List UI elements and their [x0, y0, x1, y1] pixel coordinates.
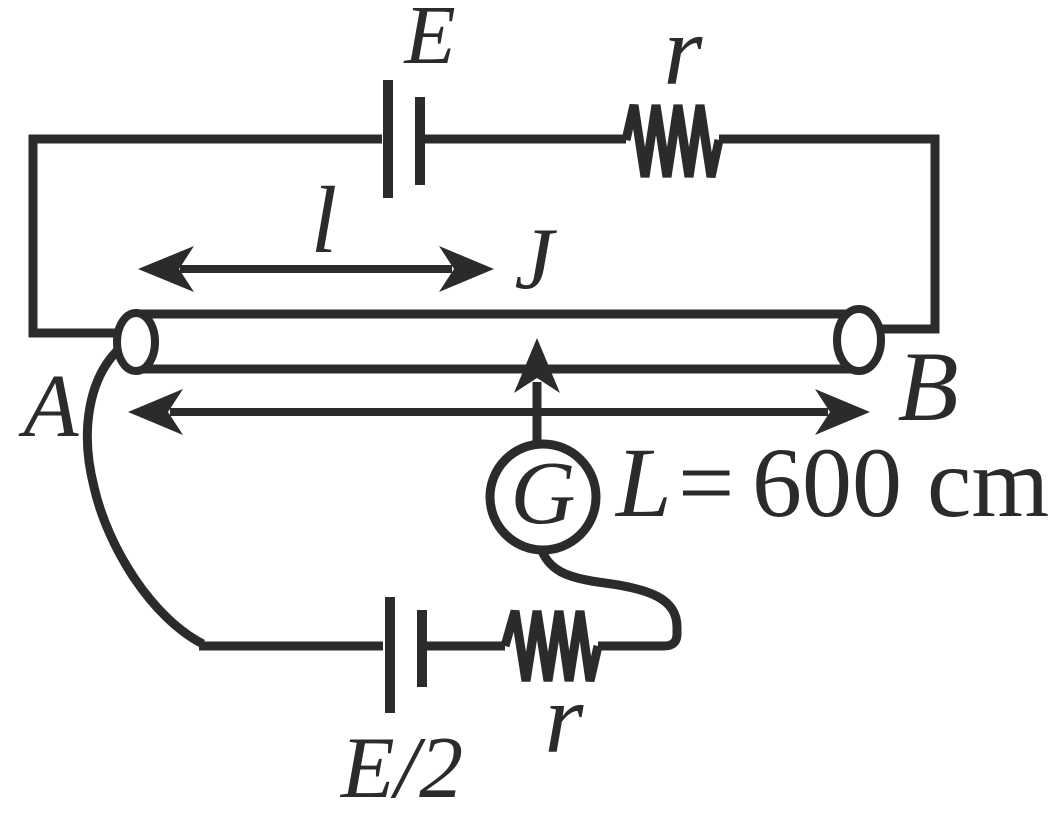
primary-loop-left-wire [28, 134, 382, 338]
label-galvanometer: G [511, 444, 576, 543]
jockey-contact-arrow [514, 338, 560, 445]
label-jockey: J [514, 211, 557, 308]
label-secondary-resistance: r [545, 663, 585, 774]
label-total-length-prefix: L= [614, 427, 739, 538]
length-l-arrow [138, 246, 494, 292]
label-main-emf: E [403, 0, 455, 82]
jockey-arrowhead-icon [514, 338, 560, 393]
bottom-resistor-symbol [500, 609, 603, 683]
label-main-internal-resistance: r [664, 0, 704, 106]
rod-left-cap [113, 309, 159, 375]
length-l-arrowhead-left-icon [138, 246, 194, 292]
label-secondary-emf: E/2 [339, 720, 463, 816]
label-total-length-value: 600 cm [752, 427, 1049, 538]
top-resistor-symbol [621, 103, 724, 178]
label-end-a: A [19, 357, 80, 456]
galvanometer-to-resistor-curve [535, 544, 682, 651]
primary-loop-right-wire [719, 134, 940, 334]
label-balance-length: l [311, 167, 337, 273]
length-l-arrowhead-right-icon [439, 246, 494, 292]
label-end-b: B [897, 331, 958, 442]
length-L-arrowhead-left-icon [128, 389, 183, 435]
a-to-battery-curve [82, 344, 206, 649]
top-battery-symbol [383, 80, 425, 198]
length-L-arrowhead-right-icon [815, 389, 870, 435]
length-L-arrow [128, 389, 870, 435]
bottom-battery-symbol [385, 597, 427, 713]
galvanometer-circle [485, 439, 601, 555]
rod-right-cap [833, 305, 885, 375]
potentiometer-wire-rod [113, 305, 885, 375]
